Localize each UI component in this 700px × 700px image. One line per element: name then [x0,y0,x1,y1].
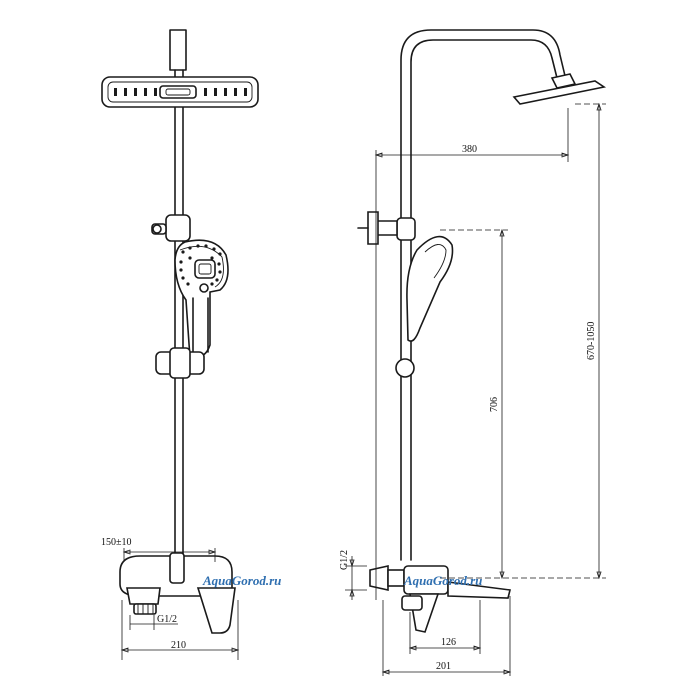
dim-label-g12-front: G1/2 [157,614,177,625]
rain-nozzle [204,88,207,96]
rain-nozzle [144,88,147,96]
side-riser-pipe [400,29,567,561]
front-mixer [119,552,236,634]
rain-nozzle [224,88,227,96]
rain-nozzle [154,88,157,96]
upper-slider-knob [151,214,191,242]
rain-nozzle [134,88,137,96]
front-dimensions [120,548,240,660]
rain-nozzle [234,88,237,96]
hand-nozzle [181,276,185,280]
rain-shower-head [101,76,259,108]
hand-nozzle [179,268,183,272]
rain-nozzle [244,88,247,96]
side-hand-shower [395,235,454,378]
side-rain-head [512,73,607,105]
dim-label-g12-side: G1/2 [339,550,350,570]
dim-label-706: 706 [489,397,500,412]
hand-nozzle [218,270,222,274]
front-riser-pipe [169,29,187,561]
watermark-right: AquaGorod.ru [403,573,482,588]
hand-nozzle [218,252,222,256]
rain-nozzle [124,88,127,96]
hand-nozzle [196,244,200,248]
hand-nozzle [188,246,192,250]
hand-nozzle [215,278,219,282]
hand-nozzle [186,282,190,286]
hand-nozzle [210,282,214,286]
dim-label-126: 126 [441,637,456,648]
side-mixer [369,565,511,633]
side-upper-knob [357,211,416,245]
front-view [101,29,259,660]
watermark-left: AquaGorod.ru [202,573,281,588]
hand-nozzle [212,247,216,251]
side-view [345,29,607,676]
dim-label-380: 380 [462,144,477,155]
dim-label-150: 150±10 [101,537,132,548]
dim-label-670-1050: 670-1050 [586,322,597,360]
dim-label-210: 210 [171,640,186,651]
hand-nozzle [179,260,183,264]
rain-nozzle [114,88,117,96]
side-dimensions [345,102,606,676]
hand-nozzle [210,256,214,260]
hand-nozzle [217,262,221,266]
dim-label-201: 201 [436,661,451,672]
hand-nozzle [204,244,208,248]
lower-slider-holder [155,347,205,379]
rain-nozzle [214,88,217,96]
hand-nozzle [181,250,185,254]
hand-nozzle [188,256,192,260]
